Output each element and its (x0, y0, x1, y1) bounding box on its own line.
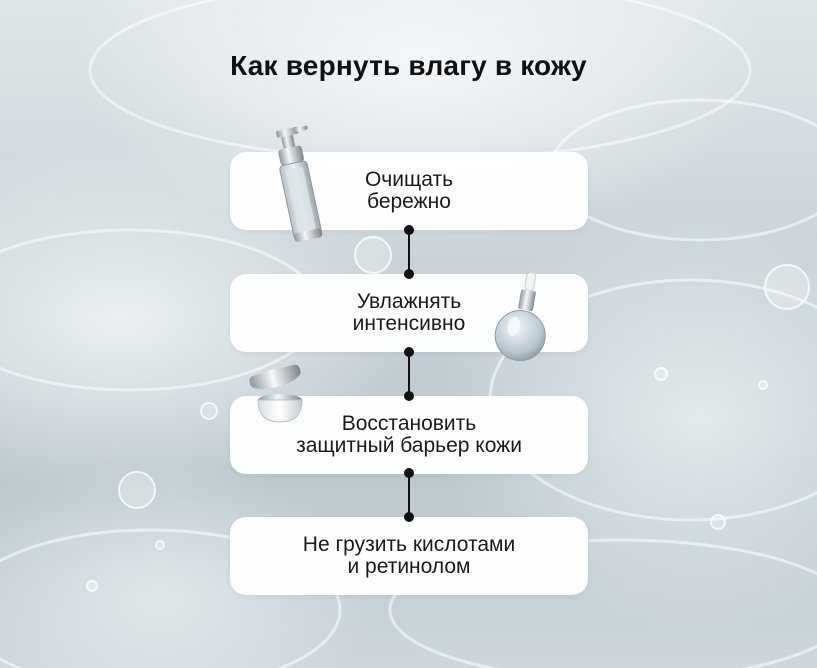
step-label-1: Очищать бережно (364, 168, 454, 213)
connector-2-3 (404, 347, 414, 401)
step-label-2: Увлажнять интенсивно (352, 290, 466, 335)
step-card-4: Не грузить кислотами и ретинолом (230, 517, 588, 595)
dropper-bottle-icon (494, 271, 546, 362)
connector-3-4 (404, 468, 414, 522)
step-label-4: Не грузить кислотами и ретинолом (302, 533, 516, 578)
cream-jar-icon (249, 364, 303, 423)
connector-1-2 (404, 225, 414, 279)
step-label-3: Восстановить защитный барьер кожи (296, 412, 522, 457)
pump-bottle-icon (276, 125, 323, 242)
page-title: Как вернуть влагу в кожу (230, 50, 587, 81)
